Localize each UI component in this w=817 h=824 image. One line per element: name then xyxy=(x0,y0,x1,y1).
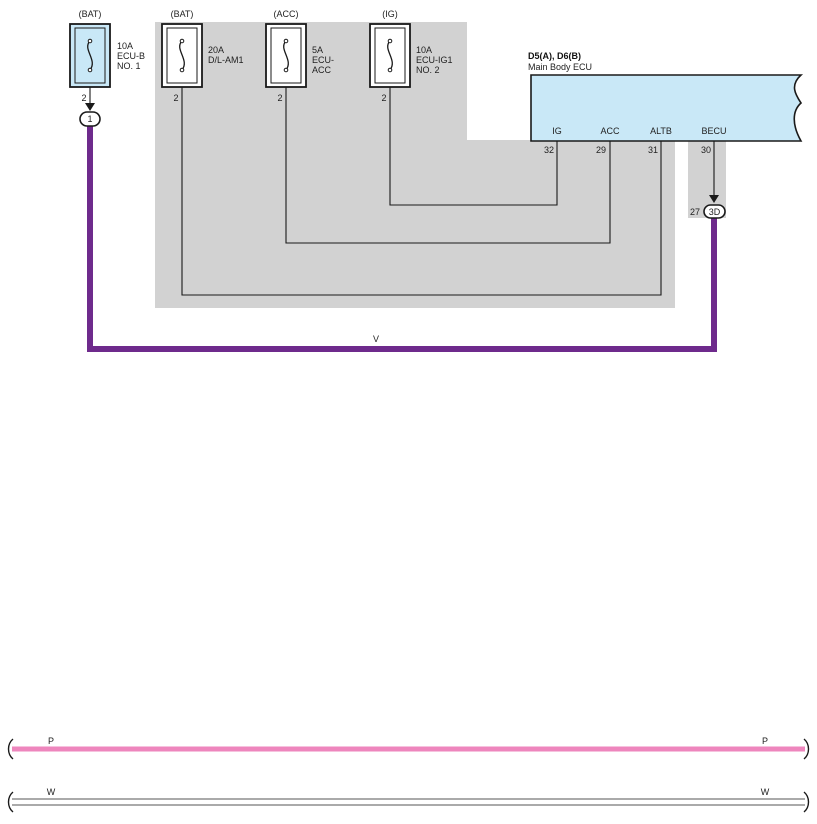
main-body-ecu-box xyxy=(530,74,804,142)
terminal-acc-label: ACC xyxy=(600,126,620,136)
fuse-terminal-dot xyxy=(283,67,289,73)
fuse-rating: 10A xyxy=(117,41,133,51)
fuse-d-l-am1: (BAT) 20A D/L-AM1 2 xyxy=(161,9,244,103)
terminal-ig-label: IG xyxy=(552,126,562,136)
fuse-rating: 20A xyxy=(208,45,224,55)
terminal-acc-pin: 29 xyxy=(596,145,606,155)
shaded-zone-fuse-block xyxy=(155,22,675,308)
break-mark-right xyxy=(803,791,810,813)
ecu-name-label: Main Body ECU xyxy=(528,62,592,72)
terminal-altb-label: ALTB xyxy=(650,126,672,136)
fuse-source-label: (BAT) xyxy=(171,9,194,19)
fuse-terminal-dot xyxy=(179,67,185,73)
junction-pill xyxy=(703,204,726,219)
terminal-ig-pin: 32 xyxy=(544,145,554,155)
fuse-element-icon xyxy=(179,40,185,71)
ecu-connector-label: D5(A), D6(B) xyxy=(528,51,581,61)
fuse-name-line1: D/L-AM1 xyxy=(208,55,244,65)
white-wire-code-left: W xyxy=(47,787,56,797)
fuse-terminal-dot xyxy=(179,38,185,44)
break-mark-left xyxy=(7,791,14,813)
fuse-rating: 5A xyxy=(312,45,323,55)
pink-wire-code-left: P xyxy=(48,736,54,746)
fuse-ecu-acc: (ACC) 5A ECU- ACC 2 xyxy=(265,9,334,103)
fuse-name-line2: ACC xyxy=(312,65,332,75)
fuse-name-line2: NO. 2 xyxy=(416,65,440,75)
violet-wire xyxy=(87,126,717,352)
fuse-pin: 2 xyxy=(381,93,386,103)
wire-altb xyxy=(181,74,662,296)
break-mark-left xyxy=(7,738,14,760)
break-mark-right xyxy=(803,738,810,760)
fuse-terminal-dot xyxy=(387,38,393,44)
fuse-source-label: (BAT) xyxy=(79,9,102,19)
white-wire-code-right: W xyxy=(761,787,770,797)
fuse-element-icon xyxy=(387,40,393,71)
terminal-becu-label: BECU xyxy=(701,126,726,136)
wire-ig xyxy=(389,74,558,206)
terminal-becu-pin: 30 xyxy=(701,145,711,155)
violet-wire-color-code: V xyxy=(373,334,379,344)
fuse-ecu-b-no1: (BAT) 10A ECU-B NO. 1 2 xyxy=(69,9,145,103)
junction-label: 1 xyxy=(87,114,92,124)
junction-pin: 27 xyxy=(690,207,700,217)
junction-label: 3D xyxy=(709,207,721,217)
fuse-terminal-dot xyxy=(87,38,93,44)
white-wire-segment: W W xyxy=(7,787,810,813)
fuse-name-line1: ECU- xyxy=(312,55,334,65)
fuse-pin: 2 xyxy=(173,93,178,103)
junction-connector-1: 1 xyxy=(79,103,101,127)
arrow-down-icon xyxy=(709,195,719,203)
fuse-source-label: (IG) xyxy=(382,9,398,19)
junction-connector-3d: 3D 27 xyxy=(690,195,726,219)
wire-acc xyxy=(285,74,611,244)
fuse-pin: 2 xyxy=(277,93,282,103)
fuse-rating: 10A xyxy=(416,45,432,55)
fuse-element-icon xyxy=(87,40,93,71)
fuse-name-line2: NO. 1 xyxy=(117,61,141,71)
pink-wire-segment: P P xyxy=(7,736,810,760)
arrow-down-icon xyxy=(85,103,95,111)
fuse-element-icon xyxy=(283,40,289,71)
pink-wire-code-right: P xyxy=(762,736,768,746)
fuse-terminal-dot xyxy=(387,67,393,73)
fuse-ecu-ig1-no2: (IG) 10A ECU-IG1 NO. 2 2 xyxy=(369,9,453,103)
junction-pill xyxy=(79,111,101,127)
fuse-terminal-dot xyxy=(87,67,93,73)
fuse-pin: 2 xyxy=(81,93,86,103)
fuse-name-line1: ECU-IG1 xyxy=(416,55,453,65)
fuse-terminal-dot xyxy=(283,38,289,44)
terminal-altb-pin: 31 xyxy=(648,145,658,155)
fuse-name-line1: ECU-B xyxy=(117,51,145,61)
fuse-source-label: (ACC) xyxy=(274,9,299,19)
